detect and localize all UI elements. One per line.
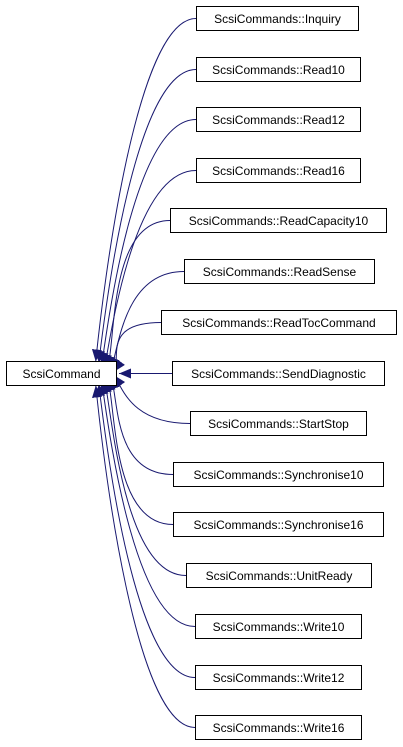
derived-class-node-readtoccommand[interactable]: ScsiCommands::ReadTocCommand [161, 310, 397, 335]
inheritance-edge [95, 69, 197, 363]
derived-class-node-inquiry[interactable]: ScsiCommands::Inquiry [196, 6, 359, 31]
base-class-node[interactable]: ScsiCommand [6, 361, 117, 386]
inheritance-edge [102, 380, 187, 576]
inheritance-edge [105, 220, 171, 369]
inheritance-edge [102, 170, 197, 367]
derived-class-node-senddiagnostic[interactable]: ScsiCommands::SendDiagnostic [172, 361, 385, 386]
derived-class-node-write10[interactable]: ScsiCommands::Write10 [195, 614, 362, 639]
derived-class-node-readsense[interactable]: ScsiCommands::ReadSense [184, 259, 375, 284]
derived-class-node-readcapacity10[interactable]: ScsiCommands::ReadCapacity10 [170, 208, 387, 233]
inheritance-edge [95, 384, 196, 678]
derived-class-node-synchronise10[interactable]: ScsiCommands::Synchronise10 [173, 462, 384, 487]
derived-class-node-write16[interactable]: ScsiCommands::Write16 [195, 715, 362, 740]
derived-class-node-read12[interactable]: ScsiCommands::Read12 [196, 107, 361, 132]
inheritance-edge [110, 271, 185, 371]
inheritance-edge [105, 378, 174, 525]
inheritance-edge [98, 119, 197, 365]
derived-class-node-unitready[interactable]: ScsiCommands::UnitReady [186, 563, 372, 588]
derived-class-node-startstop[interactable]: ScsiCommands::StartStop [190, 411, 367, 436]
derived-class-node-synchronise16[interactable]: ScsiCommands::Synchronise16 [173, 512, 384, 537]
derived-class-node-read10[interactable]: ScsiCommands::Read10 [196, 57, 361, 82]
derived-class-node-write12[interactable]: ScsiCommands::Write12 [195, 665, 362, 690]
inheritance-edge [91, 18, 197, 362]
derived-class-node-read16[interactable]: ScsiCommands::Read16 [196, 158, 361, 183]
inheritance-edge [98, 382, 196, 627]
inheritance-edge [92, 385, 196, 728]
